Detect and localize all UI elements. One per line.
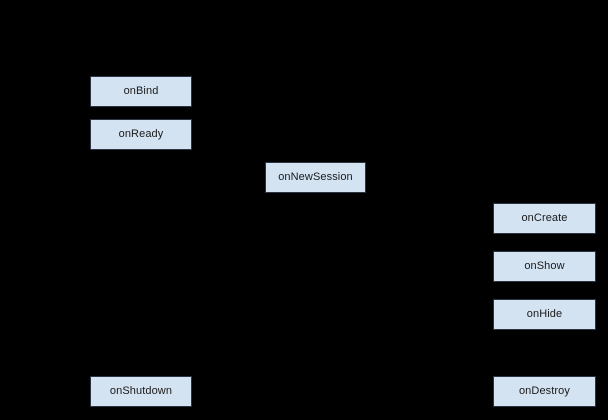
node-on-create[interactable]: onCreate: [493, 203, 596, 234]
node-label: onCreate: [521, 212, 568, 224]
node-label: onHide: [526, 308, 563, 320]
node-on-shutdown[interactable]: onShutdown: [90, 376, 192, 407]
node-label: onBind: [123, 85, 159, 97]
node-label: onShow: [524, 260, 565, 272]
node-label: onDestroy: [518, 385, 571, 397]
node-on-ready[interactable]: onReady: [90, 119, 192, 150]
node-label: onReady: [118, 128, 164, 140]
node-on-destroy[interactable]: onDestroy: [493, 376, 596, 407]
node-on-new-session[interactable]: onNewSession: [265, 162, 366, 193]
node-label: onShutdown: [109, 385, 173, 397]
node-label: onNewSession: [278, 171, 353, 183]
node-on-bind[interactable]: onBind: [90, 76, 192, 107]
node-on-show[interactable]: onShow: [493, 251, 596, 282]
node-on-hide[interactable]: onHide: [493, 299, 596, 330]
